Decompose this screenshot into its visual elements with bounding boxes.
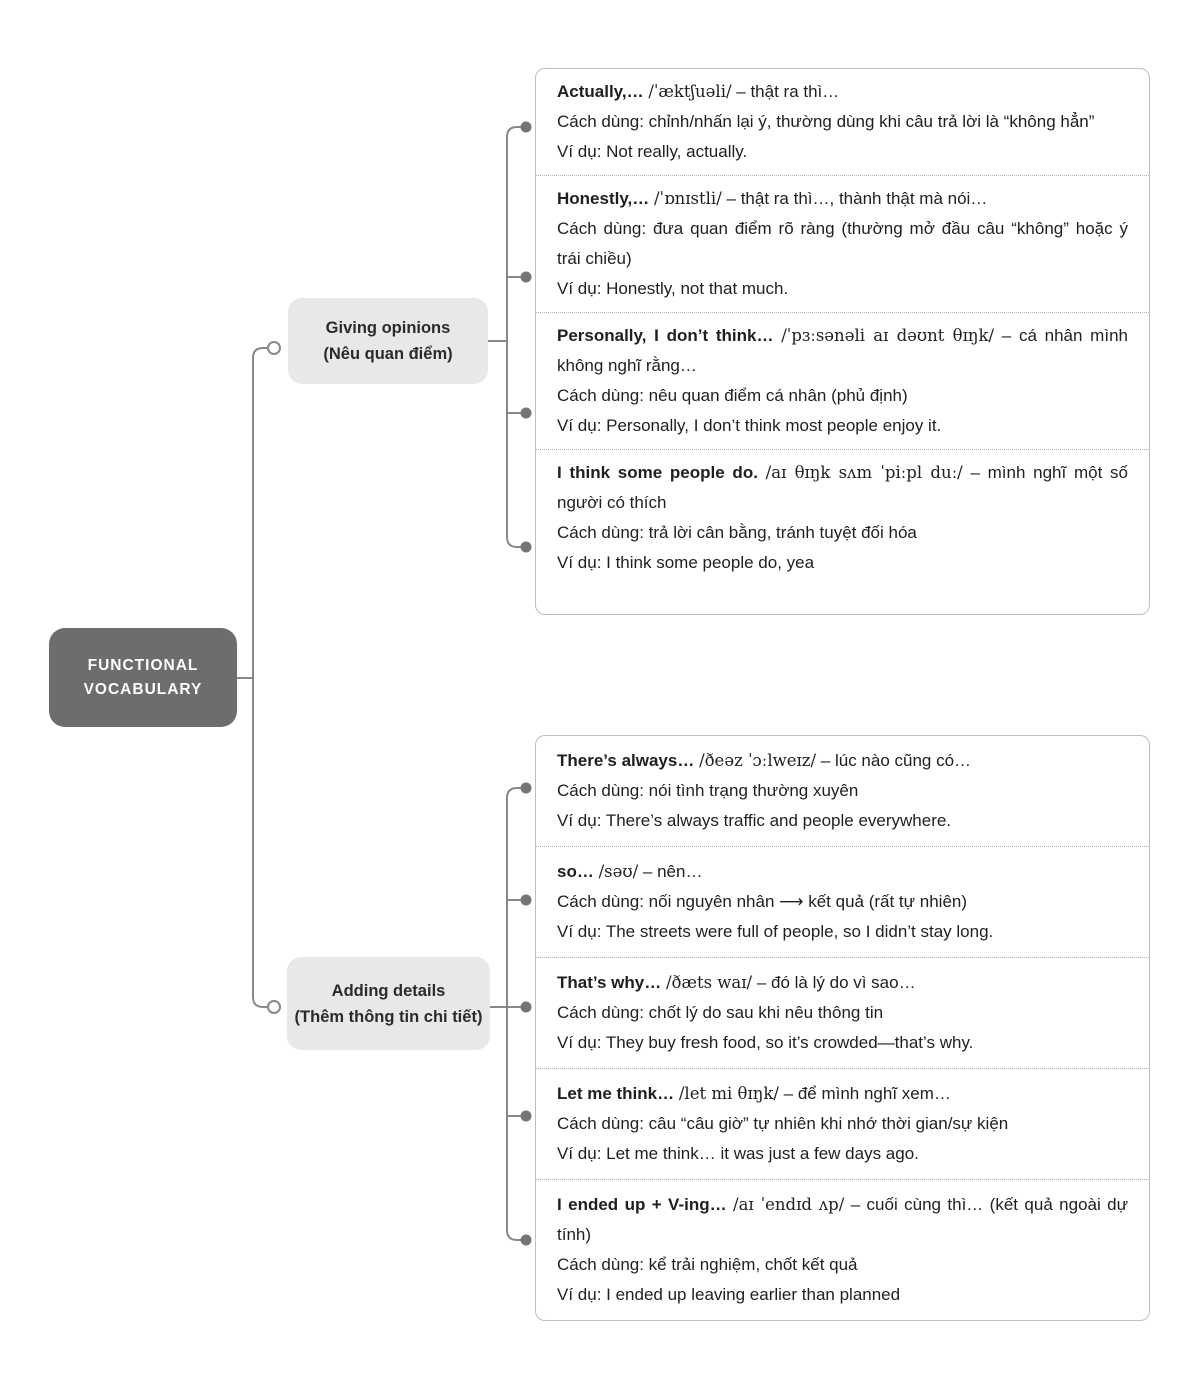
entry-usage: Cách dùng: đưa quan điểm rõ ràng (thường… <box>557 219 1128 268</box>
entry-phrase: There’s always… <box>557 751 695 770</box>
entry-usage: Cách dùng: nêu quan điểm cá nhân (phủ đị… <box>557 386 908 405</box>
entry-usage: Cách dùng: câu “câu giờ” tự nhiên khi nh… <box>557 1114 1009 1133</box>
entry-head: Honestly,… /ˈɒnɪstli/ – thật ra thì…, th… <box>557 184 1128 214</box>
entry-head: I think some people do. /aɪ θɪŋk sʌm ˈpi… <box>557 458 1128 518</box>
entry-head: That’s why… /ðæts waɪ/ – đó là lý do vì … <box>557 968 1128 998</box>
entry-phonetic: /let mi θɪŋk/ <box>678 1084 779 1103</box>
entry-example: Ví dụ: The streets were full of people, … <box>557 922 994 941</box>
entry-example: Ví dụ: Let me think… it was just a few d… <box>557 1144 919 1163</box>
vocab-entry-thats-why: That’s why… /ðæts waɪ/ – đó là lý do vì … <box>536 957 1149 1068</box>
entry-head: Actually,… /ˈæktʃuəli/ – thật ra thì… <box>557 77 1128 107</box>
entry-dot <box>520 1234 532 1246</box>
entry-phonetic: /ðeəz ˈɔːlweɪz/ <box>699 751 817 770</box>
branch-label: Giving opinions <box>325 319 451 337</box>
entry-translation: – cuối cùng thì… (kết quả ngoài dự tính) <box>557 1195 1128 1244</box>
entry-usage: Cách dùng: chỉnh/nhấn lại ý, thường dùng… <box>557 112 1095 131</box>
branch-node-adding-details: Adding details (Thêm thông tin chi tiết) <box>287 957 490 1050</box>
entry-dot <box>520 407 532 419</box>
entry-phonetic: /ˈɒnɪstli/ <box>654 189 722 208</box>
entry-usage: Cách dùng: trả lời cân bằng, tránh tuyệt… <box>557 523 917 542</box>
adding-trunk <box>506 787 521 1241</box>
entry-head: Let me think… /let mi θɪŋk/ – để mình ng… <box>557 1079 1128 1109</box>
vocab-entry-actually: Actually,… /ˈæktʃuəli/ – thật ra thì… Cá… <box>536 69 1149 175</box>
entry-usage: Cách dùng: kể trải nghiệm, chốt kết quả <box>557 1255 858 1274</box>
entry-translation: – đó là lý do vì sao… <box>756 973 916 992</box>
vocab-entry-personally: Personally, I don’t think… /ˈpɜːsənəli a… <box>536 312 1149 449</box>
entry-dot <box>520 1001 532 1013</box>
entry-example: Ví dụ: I think some people do, yea <box>557 553 815 572</box>
entry-example: Ví dụ: Not really, actually. <box>557 142 748 161</box>
entry-dot <box>520 271 532 283</box>
entry-example: Ví dụ: There’s always traffic and people… <box>557 811 952 830</box>
entry-phonetic: /aɪ θɪŋk sʌm ˈpiːpl duː/ <box>765 463 963 482</box>
entry-phrase: so… <box>557 862 594 881</box>
left-trunk <box>252 347 267 1008</box>
entry-phrase: Personally, I don’t think… <box>557 326 774 345</box>
entry-dot <box>520 1110 532 1122</box>
vocab-entry-let-me-think: Let me think… /let mi θɪŋk/ – để mình ng… <box>536 1068 1149 1179</box>
entry-phrase: I ended up + V-ing… <box>557 1195 727 1214</box>
branch-circle-giving <box>267 341 281 355</box>
entry-dot <box>520 121 532 133</box>
entry-example: Ví dụ: Personally, I don’t think most pe… <box>557 416 942 435</box>
entry-head: Personally, I don’t think… /ˈpɜːsənəli a… <box>557 321 1128 381</box>
entry-translation: – thật ra thì… <box>736 82 840 101</box>
branch-sublabel: (Nêu quan điểm) <box>323 345 453 363</box>
vocab-entry-i-think-some-people-do: I think some people do. /aɪ θɪŋk sʌm ˈpi… <box>536 449 1149 586</box>
entry-phrase: That’s why… <box>557 973 662 992</box>
entry-phrase: I think some people do. <box>557 463 758 482</box>
vocab-entry-theres-always: There’s always… /ðeəz ˈɔːlweɪz/ – lúc nà… <box>536 736 1149 846</box>
entry-phrase: Honestly,… <box>557 189 650 208</box>
entry-dot <box>520 782 532 794</box>
entry-head: I ended up + V-ing… /aɪ ˈendɪd ʌp/ – cuố… <box>557 1190 1128 1250</box>
vocab-entry-honestly: Honestly,… /ˈɒnɪstli/ – thật ra thì…, th… <box>536 175 1149 312</box>
entry-phonetic: /ðæts waɪ/ <box>665 973 753 992</box>
entry-panel-giving-opinions: Actually,… /ˈæktʃuəli/ – thật ra thì… Cá… <box>535 68 1150 615</box>
entry-translation: – để mình nghĩ xem… <box>783 1084 951 1103</box>
entry-translation: – lúc nào cũng có… <box>820 751 972 770</box>
vocab-entry-i-ended-up: I ended up + V-ing… /aɪ ˈendɪd ʌp/ – cuố… <box>536 1179 1149 1320</box>
entry-phonetic: /aɪ ˈendɪd ʌp/ <box>733 1195 845 1214</box>
entry-panel-adding-details: There’s always… /ðeəz ˈɔːlweɪz/ – lúc nà… <box>535 735 1150 1321</box>
entry-phrase: Let me think… <box>557 1084 675 1103</box>
branch-sublabel: (Thêm thông tin chi tiết) <box>294 1007 483 1026</box>
entry-translation: – nên… <box>642 862 703 881</box>
entry-translation: – mình nghĩ một số người có thích <box>557 463 1128 512</box>
entry-phonetic: /səʊ/ <box>598 862 639 881</box>
branch-node-giving-opinions: Giving opinions (Nêu quan điểm) <box>288 298 488 384</box>
entry-dot <box>520 894 532 906</box>
entry-usage: Cách dùng: nối nguyên nhân ⟶ kết quả (rấ… <box>557 892 968 911</box>
entry-phonetic: /ˈæktʃuəli/ <box>648 82 732 101</box>
entry-phrase: Actually,… <box>557 82 644 101</box>
vocab-entry-so: so… /səʊ/ – nên… Cách dùng: nối nguyên n… <box>536 846 1149 957</box>
giving-trunk <box>506 126 521 548</box>
root-title: FUNCTIONAL VOCABULARY <box>83 656 203 698</box>
entry-dot <box>520 541 532 553</box>
branch-circle-adding <box>267 1000 281 1014</box>
entry-usage: Cách dùng: chốt lý do sau khi nêu thông … <box>557 1003 884 1022</box>
root-node: FUNCTIONAL VOCABULARY <box>49 628 237 727</box>
entry-usage: Cách dùng: nói tình trạng thường xuyên <box>557 781 859 800</box>
branch-label: Adding details <box>331 981 446 1000</box>
entry-head: There’s always… /ðeəz ˈɔːlweɪz/ – lúc nà… <box>557 746 1128 776</box>
entry-example: Ví dụ: They buy fresh food, so it’s crow… <box>557 1033 974 1052</box>
entry-translation: – thật ra thì…, thành thật mà nói… <box>726 189 988 208</box>
entry-example: Ví dụ: Honestly, not that much. <box>557 279 789 298</box>
entry-phonetic: /ˈpɜːsənəli aɪ dəʊnt θɪŋk/ <box>781 326 995 345</box>
entry-example: Ví dụ: I ended up leaving earlier than p… <box>557 1285 901 1304</box>
entry-translation: – cá nhân mình không nghĩ rằng… <box>557 326 1128 375</box>
entry-head: so… /səʊ/ – nên… <box>557 857 1128 887</box>
